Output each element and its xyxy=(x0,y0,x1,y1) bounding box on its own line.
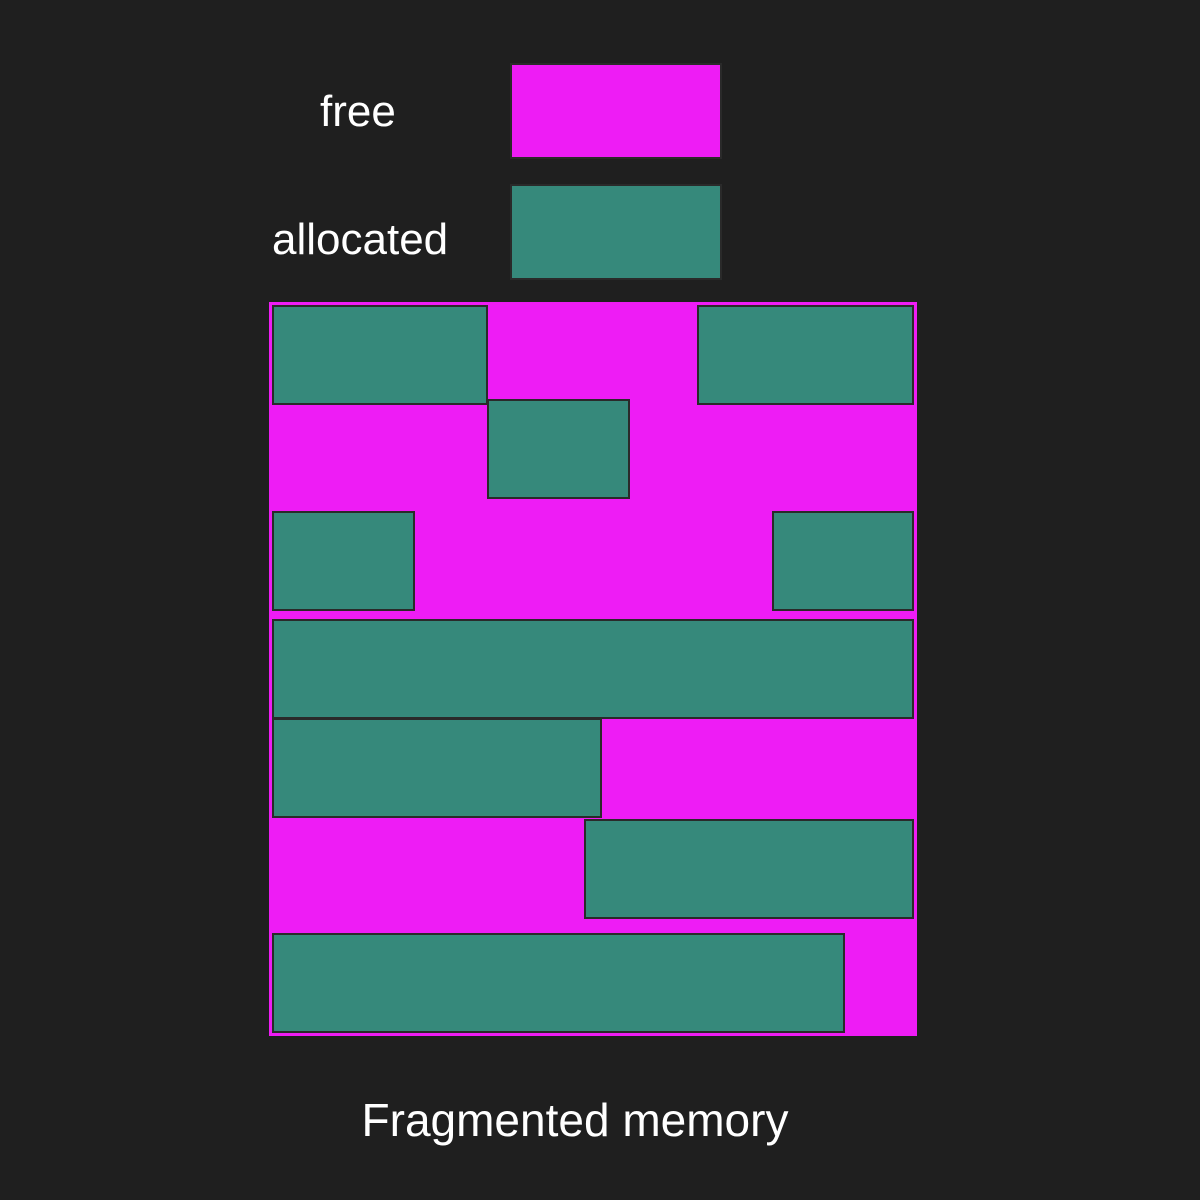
allocated-block xyxy=(272,933,845,1033)
allocated-block xyxy=(272,511,415,611)
allocated-block xyxy=(584,819,914,919)
legend-allocated-label: allocated xyxy=(272,215,449,264)
legend-free-swatch xyxy=(510,63,722,159)
allocated-block xyxy=(272,718,602,818)
allocated-block xyxy=(772,511,914,611)
legend-allocated-swatch xyxy=(510,184,722,280)
allocated-block xyxy=(697,305,914,405)
diagram-caption: Fragmented memory xyxy=(361,1094,789,1146)
legend-free-label: free xyxy=(320,87,396,136)
allocated-block xyxy=(272,619,914,719)
allocated-block xyxy=(272,305,488,405)
allocated-block xyxy=(487,399,630,499)
